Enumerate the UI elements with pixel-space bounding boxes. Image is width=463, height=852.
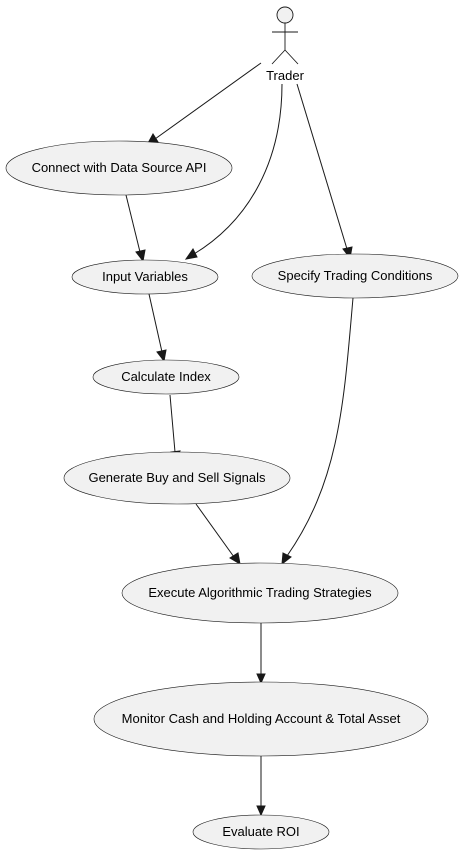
use-case-label: Input Variables (102, 269, 188, 284)
use-case-specify-trading-conditions[interactable]: Specify Trading Conditions (251, 253, 459, 299)
edge-specify-to-execute (281, 297, 354, 566)
edge-trader-to-specify (296, 83, 353, 260)
use-case-evaluate-roi[interactable]: Evaluate ROI (192, 814, 330, 850)
edge-connect-to-input (125, 194, 146, 263)
actor-trader[interactable]: Trader (266, 6, 305, 83)
use-case-connect[interactable]: Connect with Data Source API (5, 140, 233, 196)
use-case-label: Connect with Data Source API (32, 160, 207, 175)
edge-trader-to-connect (145, 62, 262, 146)
actor-head-icon (276, 6, 294, 24)
use-case-label: Calculate Index (121, 369, 211, 384)
edge-execute-to-monitor (256, 623, 266, 685)
edge-input-to-calculate (148, 293, 167, 363)
use-case-label: Specify Trading Conditions (278, 268, 433, 283)
use-case-label: Generate Buy and Sell Signals (88, 470, 266, 485)
use-case-execute-strategies[interactable]: Execute Algorithmic Trading Strategies (121, 562, 399, 624)
use-case-input-variables[interactable]: Input Variables (71, 259, 219, 295)
edge-generate-to-execute (195, 503, 241, 565)
use-case-calculate-index[interactable]: Calculate Index (92, 359, 240, 395)
use-case-monitor-accounts[interactable]: Monitor Cash and Holding Account & Total… (93, 681, 429, 757)
use-case-label: Evaluate ROI (222, 824, 299, 839)
actor-label: Trader (266, 68, 304, 83)
edge-monitor-to-evaluate (256, 756, 266, 817)
edge-trader-to-input (184, 83, 283, 260)
use-case-label: Monitor Cash and Holding Account & Total… (122, 711, 401, 726)
edge-calculate-to-generate (169, 394, 181, 463)
use-case-generate-signals[interactable]: Generate Buy and Sell Signals (63, 451, 291, 505)
use-case-label: Execute Algorithmic Trading Strategies (148, 585, 372, 600)
